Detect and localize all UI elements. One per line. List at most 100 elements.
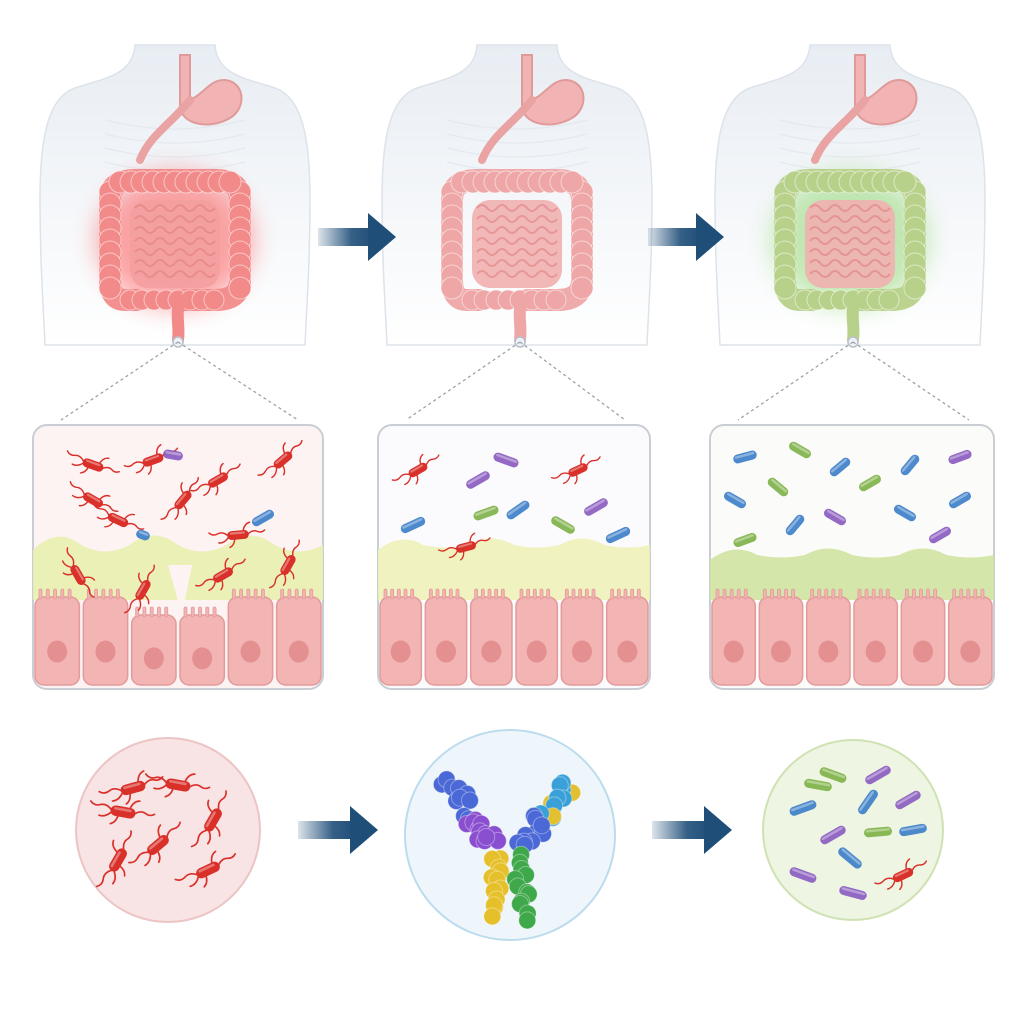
commensal-bacterium bbox=[819, 767, 847, 783]
colon-haustra bbox=[570, 276, 594, 300]
rib-line bbox=[446, 147, 588, 158]
pathogenic-bacterium bbox=[174, 850, 237, 888]
microvillus bbox=[584, 588, 589, 600]
epithelial-gap bbox=[168, 565, 192, 615]
commensal-bacterium bbox=[724, 491, 746, 509]
pathogenic-bacterium bbox=[257, 439, 303, 479]
commensal-bacterium bbox=[948, 449, 972, 465]
panel-content bbox=[33, 439, 323, 686]
colon-haustra bbox=[903, 276, 927, 300]
top-arrow-row bbox=[318, 213, 724, 261]
commensal-bacterium bbox=[929, 526, 951, 544]
intestine-coil bbox=[134, 215, 216, 223]
microvillus bbox=[817, 588, 822, 600]
commensal-bacteria-icon bbox=[789, 765, 928, 900]
microvillus bbox=[94, 588, 98, 600]
microvillus bbox=[973, 588, 978, 600]
epithelial-cell bbox=[947, 588, 993, 686]
arrow-right-icon bbox=[652, 806, 732, 854]
bottom-circle-row bbox=[75, 729, 944, 941]
cell-nucleus bbox=[818, 640, 839, 663]
cell-nucleus bbox=[95, 640, 116, 663]
torso-row bbox=[39, 44, 986, 348]
microvillus bbox=[60, 588, 65, 600]
microvillus bbox=[455, 588, 460, 600]
cell-nucleus bbox=[288, 640, 309, 663]
microvillus bbox=[636, 588, 641, 600]
intestine-coil bbox=[809, 259, 891, 267]
pathogenic-bacterium bbox=[66, 450, 121, 474]
epithelial-cell bbox=[34, 588, 81, 686]
cell-nucleus bbox=[143, 647, 164, 670]
microvillus bbox=[294, 588, 299, 600]
microvillus bbox=[952, 588, 957, 600]
microvillus bbox=[198, 606, 202, 618]
epithelial-cell bbox=[560, 588, 604, 686]
panel-content bbox=[378, 452, 650, 686]
cell-nucleus bbox=[572, 640, 592, 663]
microvillus bbox=[715, 588, 720, 600]
intestine-coil bbox=[476, 248, 558, 256]
microvillus bbox=[157, 606, 161, 618]
tissue-panel-inflamed bbox=[32, 424, 324, 690]
commensal-bacterium bbox=[865, 765, 891, 785]
colon-haustra bbox=[203, 289, 225, 311]
commensal-bacterium bbox=[899, 823, 927, 837]
tissue-panel-healthy bbox=[709, 424, 995, 690]
microvillus bbox=[546, 588, 551, 600]
microvillus bbox=[142, 606, 147, 618]
microvillus bbox=[45, 588, 50, 600]
microvillus bbox=[933, 588, 938, 600]
commensal-bacterium bbox=[949, 491, 971, 509]
panel-content bbox=[710, 441, 994, 686]
rib-line bbox=[446, 119, 588, 130]
microvillus bbox=[494, 588, 499, 600]
microvillus bbox=[736, 588, 741, 600]
microvillus bbox=[253, 588, 258, 600]
cell-nucleus bbox=[771, 640, 791, 663]
rectum bbox=[846, 294, 861, 346]
intestine-coil bbox=[476, 226, 558, 234]
connector-line bbox=[177, 341, 299, 421]
microvillus bbox=[770, 588, 774, 600]
microvillus bbox=[831, 588, 836, 600]
microvillus bbox=[428, 588, 433, 600]
commensal-bacterium bbox=[789, 867, 817, 883]
microvillus bbox=[487, 588, 492, 600]
microvillus bbox=[390, 588, 395, 600]
microvillus bbox=[791, 588, 795, 600]
microvillus bbox=[966, 588, 971, 600]
pathogenic-bacterium bbox=[190, 790, 227, 848]
microvillus bbox=[239, 588, 244, 600]
commensal-bacterium bbox=[789, 441, 811, 459]
pathogenic-bacterium bbox=[128, 821, 181, 867]
intestine-coil bbox=[134, 248, 216, 256]
epithelial-cell bbox=[275, 588, 322, 686]
microvillus bbox=[38, 588, 43, 600]
cell-nucleus bbox=[481, 640, 502, 663]
microvillus bbox=[616, 588, 621, 600]
colon-haustra bbox=[228, 276, 252, 300]
pathogenic-bacterium bbox=[98, 770, 164, 805]
cell-nucleus bbox=[913, 640, 933, 663]
cell-nucleus bbox=[47, 640, 68, 663]
duodenum bbox=[136, 96, 194, 164]
cell-nucleus bbox=[526, 640, 547, 663]
antibody-bead bbox=[518, 911, 537, 930]
antibody-bead bbox=[460, 791, 479, 810]
circle-commensals bbox=[762, 739, 944, 921]
tissue-panel-recovering bbox=[377, 424, 651, 690]
microvillus bbox=[205, 606, 210, 618]
pathogenic-bacterium bbox=[550, 454, 601, 485]
microvillus bbox=[410, 588, 415, 600]
microvillus bbox=[164, 606, 169, 618]
commensal-bacterium bbox=[858, 789, 878, 815]
microvillus bbox=[149, 606, 154, 618]
commensal-bacterium bbox=[839, 886, 867, 900]
epithelial-cell bbox=[711, 588, 757, 686]
microvillus bbox=[926, 588, 930, 600]
commensal-bacterium bbox=[804, 778, 832, 792]
microvillus bbox=[539, 588, 544, 600]
colon-haustra bbox=[440, 276, 464, 300]
microvillus bbox=[280, 588, 285, 600]
